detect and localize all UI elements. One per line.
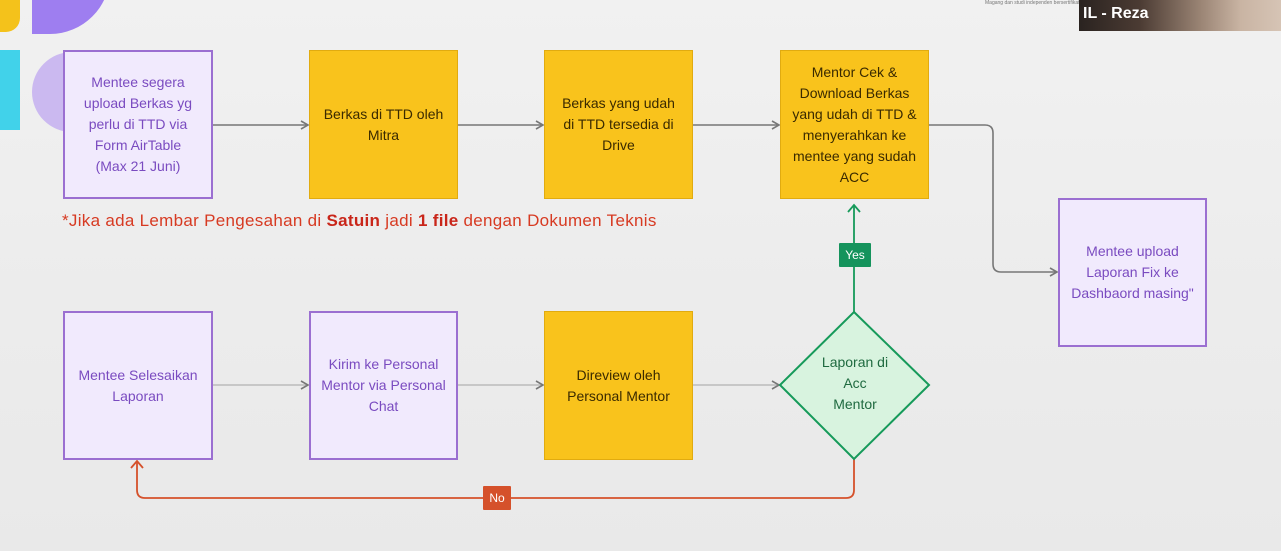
note-prefix: *Jika ada Lembar Pengesahan di (62, 211, 327, 230)
header-small-text: Magang dan studi independen bersertifika… (985, 0, 1080, 6)
node-direview-mentor: Direview oleh Personal Mentor (544, 311, 693, 460)
decision-diamond (778, 310, 931, 461)
node-mentor-cek-download: Mentor Cek & Download Berkas yang udah d… (780, 50, 929, 199)
decor-cyan-shape (0, 50, 20, 130)
decision-text: Laporan di Acc Mentor (821, 354, 889, 412)
note-bold-satuin: Satuin (326, 211, 381, 230)
node-text: Direview oleh Personal Mentor (567, 366, 670, 404)
node-mentee-upload-laporan: Mentee upload Laporan Fix ke Dashbaord m… (1058, 198, 1207, 347)
note-suffix: dengan Dokumen Teknis (458, 211, 657, 230)
node-kirim-personal-mentor: Kirim ke Personal Mentor via Personal Ch… (309, 311, 458, 460)
node-berkas-ttd-mitra: Berkas di TTD oleh Mitra (309, 50, 458, 199)
decor-yellow-shape (0, 0, 20, 32)
node-mentee-upload-berkas: Mentee segera upload Berkas yg perlu di … (63, 50, 213, 199)
node-text: Mentee Selesaikan Laporan (78, 366, 198, 404)
note-middle: jadi (380, 211, 418, 230)
node-text: Kirim ke Personal Mentor via Personal Ch… (321, 356, 446, 414)
node-text: Mentor Cek & Download Berkas yang udah d… (792, 63, 917, 185)
webcam-thumbnail: IL - Reza (1079, 0, 1281, 31)
node-mentee-selesaikan: Mentee Selesaikan Laporan (63, 311, 213, 460)
label-yes: Yes (839, 243, 871, 267)
node-text: Mentee upload Laporan Fix ke Dashbaord m… (1071, 243, 1194, 301)
participant-name: IL - Reza (1083, 5, 1149, 22)
node-text: Mentee segera upload Berkas yg perlu di … (83, 74, 193, 174)
node-text: Berkas yang udah di TTD tersedia di Driv… (562, 95, 675, 153)
arrow-mentor-to-upload-laporan (929, 124, 1059, 277)
label-no: No (483, 486, 511, 510)
node-berkas-tersedia-drive: Berkas yang udah di TTD tersedia di Driv… (544, 50, 693, 199)
note-text: *Jika ada Lembar Pengesahan di Satuin ja… (62, 211, 657, 231)
node-text: Berkas di TTD oleh Mitra (323, 105, 444, 143)
note-bold-1file: 1 file (417, 211, 459, 230)
